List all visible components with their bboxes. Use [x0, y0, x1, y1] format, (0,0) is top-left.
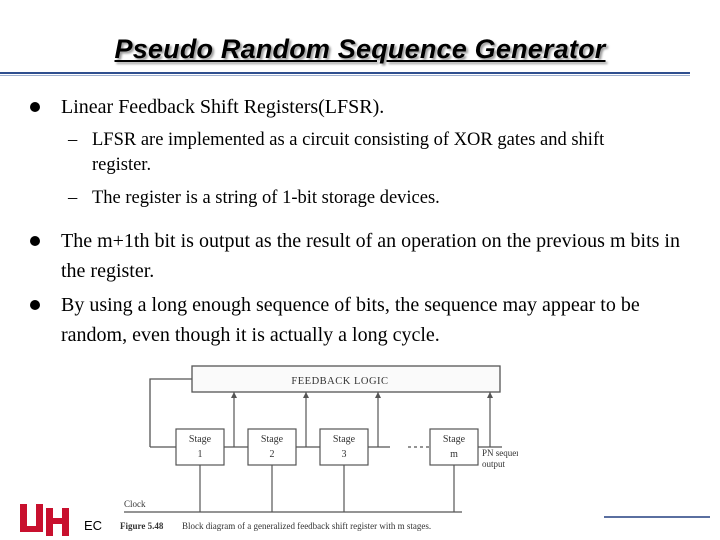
bullet-text: The m+1th bit is output as the result of… [61, 230, 680, 282]
bullet-dot [30, 102, 40, 112]
stage-number: 3 [342, 449, 347, 460]
title-divider-shadow [0, 75, 690, 76]
output-label-line1: PN sequence [482, 448, 518, 458]
university-logo [20, 504, 69, 536]
figure-caption-number: Figure 5.48 [120, 521, 164, 531]
stage-label: Stage [261, 434, 284, 445]
slide-title: Pseudo Random Sequence Generator [114, 34, 606, 64]
footer-divider [604, 516, 710, 518]
subbullet-dash: – [68, 130, 78, 150]
tap-arrow [303, 392, 309, 398]
output-label-line2: output [482, 459, 506, 469]
stage-label: Stage [443, 434, 466, 445]
stage-number: 2 [270, 449, 275, 460]
clock-label: Clock [124, 499, 146, 509]
stage-number: m [450, 449, 458, 460]
tap-arrow [487, 392, 493, 398]
bullet-text: Linear Feedback Shift Registers(LFSR). [61, 96, 385, 118]
subbullet-text: The register is a string of 1-bit storag… [92, 188, 440, 208]
figure-caption-text: Block diagram of a generalized feedback … [182, 521, 431, 531]
feedback-return-line [149, 378, 192, 447]
stage-label: Stage [189, 434, 212, 445]
bullet-dot [30, 300, 40, 310]
feedback-logic-label: FEEDBACK LOGIC [291, 376, 388, 387]
stage-label: Stage [333, 434, 356, 445]
stage-number: 1 [198, 449, 203, 460]
bullet-dot [30, 236, 40, 246]
title-divider [0, 72, 690, 74]
subbullet-text: LFSR are implemented as a circuit consis… [92, 130, 605, 175]
lfsr-block-diagram: FEEDBACK LOGIC Stage 1 Stage 2 Stage 3 S… [120, 365, 518, 531]
tap-arrow [375, 392, 381, 398]
footer-label: EC [84, 518, 103, 533]
tap-arrow [231, 392, 237, 398]
subbullet-dash: – [68, 188, 78, 208]
bullet-text: By using a long enough sequence of bits,… [61, 294, 640, 346]
